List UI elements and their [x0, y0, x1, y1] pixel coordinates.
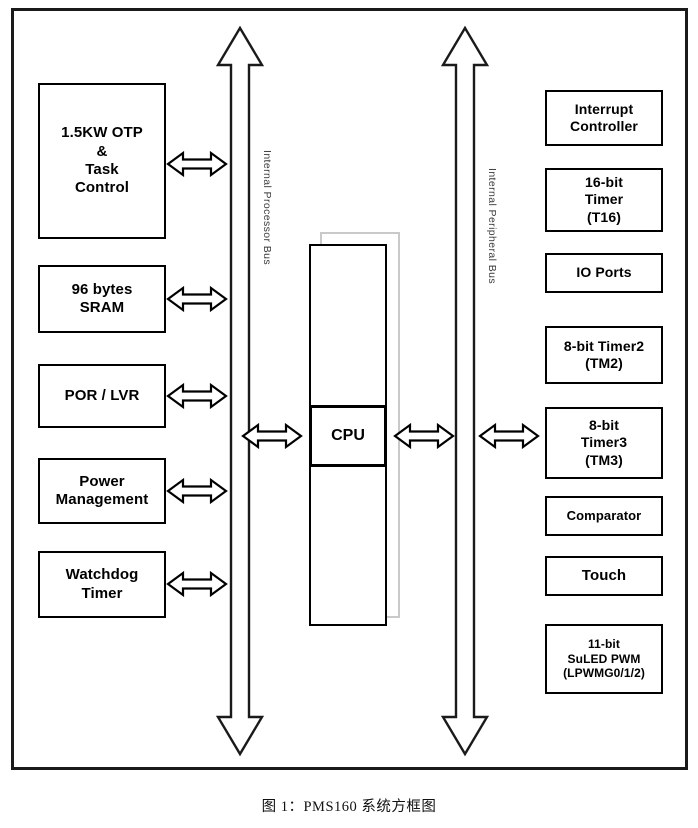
block-power-management-label: Power Management: [55, 472, 149, 508]
block-watchdog-timer-label: Watchdog Timer: [65, 566, 139, 602]
block-timer-tm3[interactable]: 8-bit Timer3 (TM3): [545, 407, 663, 479]
block-power-management[interactable]: Power Management: [38, 458, 166, 524]
connector-por-lvr-to-bus: [166, 380, 228, 412]
block-suled-pwm[interactable]: 11-bit SuLED PWM (LPWMG0/1/2): [545, 624, 663, 694]
block-otp-task-control[interactable]: 1.5KW OTP & Task Control: [38, 83, 166, 239]
block-por-lvr-label: POR / LVR: [64, 386, 140, 404]
block-sram-label: 96 bytes SRAM: [71, 280, 133, 316]
block-timer-tm2[interactable]: 8-bit Timer2 (TM2): [545, 326, 663, 384]
block-por-lvr[interactable]: POR / LVR: [38, 364, 166, 428]
bus-internal-processor-label: Internal Processor Bus: [261, 150, 273, 266]
block-timer-tm2-label: 8-bit Timer2 (TM2): [563, 337, 645, 371]
block-cpu[interactable]: CPU: [309, 405, 387, 467]
connector-power-management-to-bus: [166, 475, 228, 507]
block-io-ports[interactable]: IO Ports: [545, 253, 663, 293]
block-io-ports-label: IO Ports: [576, 264, 632, 281]
block-watchdog-timer[interactable]: Watchdog Timer: [38, 551, 166, 618]
block-timer-t16-label: 16-bit Timer (T16): [584, 174, 624, 225]
bus-internal-peripheral-label: Internal Peripheral Bus: [486, 168, 498, 285]
block-sram[interactable]: 96 bytes SRAM: [38, 265, 166, 333]
block-interrupt-controller[interactable]: Interrupt Controller: [545, 90, 663, 146]
block-interrupt-controller-label: Interrupt Controller: [570, 100, 638, 134]
bus-internal-peripheral: [437, 25, 493, 757]
block-touch-label: Touch: [581, 566, 627, 584]
block-otp-task-control-label: 1.5KW OTP & Task Control: [61, 124, 143, 197]
connector-cpu-to-peripheral-bus: [393, 420, 455, 452]
block-cpu-label: CPU: [331, 427, 365, 444]
block-timer-t16[interactable]: 16-bit Timer (T16): [545, 168, 663, 232]
block-touch[interactable]: Touch: [545, 556, 663, 596]
connector-otp-to-bus: [166, 148, 228, 180]
block-comparator[interactable]: Comparator: [545, 496, 663, 536]
block-timer-tm3-label: 8-bit Timer3 (TM3): [580, 417, 628, 468]
connector-watchdog-to-bus: [166, 568, 228, 600]
block-comparator-label: Comparator: [566, 508, 642, 524]
figure-caption: 图 1：PMS160 系统方框图: [261, 799, 437, 815]
bus-internal-processor: [212, 25, 268, 757]
connector-sram-to-bus: [166, 283, 228, 315]
block-suled-pwm-label: 11-bit SuLED PWM (LPWMG0/1/2): [563, 637, 645, 681]
connector-bus-to-cpu-left: [241, 420, 303, 452]
connector-peripheral-bus-to-blocks: [478, 420, 540, 452]
